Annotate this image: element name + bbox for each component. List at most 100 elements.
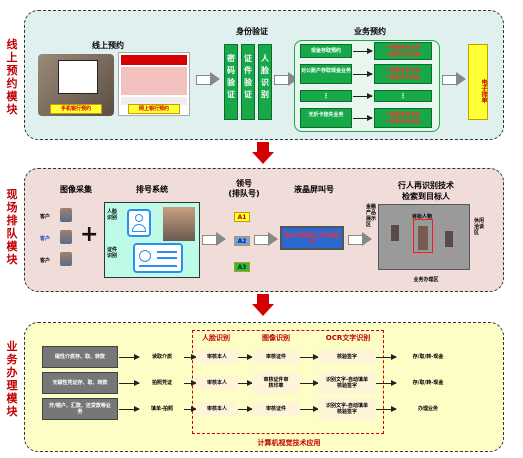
left-zone-label: 金融产品展示区 [366, 204, 377, 228]
arrow-queue-to-screen [254, 232, 278, 246]
detail-4-line-1: ★预留身份证件 [385, 112, 421, 118]
ocr-row-3: 识别文字-自动填单核验签字 [318, 398, 376, 420]
detail-2-line-2: ★填写电子回单 [385, 75, 421, 81]
customer-label-2: 客户 [40, 236, 51, 242]
arrow-service-2 [353, 71, 373, 77]
arrow-r1-d [300, 354, 319, 360]
customer-label-3: 客户 [40, 258, 51, 264]
result-row-1: 存/取/转-现金 [412, 354, 444, 360]
face-photo [163, 207, 195, 241]
result-row-3: 办理业务 [417, 406, 438, 412]
web-bank-header [121, 55, 187, 65]
service-title: 业务预约 [354, 27, 386, 36]
number-system-panel: 人脸识别 证件识别 [104, 202, 200, 278]
id-label: 证件识别 [107, 247, 118, 259]
arrow-service-4 [353, 115, 373, 121]
arrow-r2-c [238, 380, 253, 386]
arrow-r1-a [119, 354, 140, 360]
arrow-service-3 [353, 93, 373, 99]
service-detail-4: ★预留身份证件 ★填写电子回单 [374, 108, 432, 128]
face-row-2: 审核本人 [196, 376, 238, 390]
identity-box-password: 密码验证 [224, 44, 238, 120]
image-row-1: 审核证件 [252, 350, 300, 364]
bank-hall-view: 目标人物 [378, 204, 470, 270]
media-row-1: 磁性介质存、取、转款 [42, 346, 118, 368]
section-label-business: 业务办理模块 [6, 340, 18, 418]
hall-person-1 [391, 225, 399, 241]
office-label: 业务办理区 [413, 277, 439, 283]
face-scan-body [132, 224, 146, 232]
customer-label-1: 客户 [40, 214, 51, 220]
service-row-ellipsis: ⋮ [300, 90, 352, 102]
service-row-2: 对公账户存取现金业务 [300, 64, 352, 84]
ocr-row-1: 核验签字 [318, 350, 376, 364]
service-detail-ellipsis: ⋮ [374, 90, 432, 102]
queue-title-line2: (排队号) [228, 189, 260, 198]
hall-person-2 [445, 231, 453, 247]
header-ocr: OCR文字识别 [325, 334, 371, 342]
arrow-r3-d [300, 406, 319, 412]
arrow-r2-a [119, 380, 140, 386]
identity-title: 身份验证 [236, 27, 268, 36]
arrow-r3-e [376, 406, 397, 412]
id-card-photo [139, 250, 151, 262]
lcd-screen: 请A1号到窗口1号办理业务 [280, 226, 344, 250]
media-row-3: 开/销户、汇款、还贷款等业务 [42, 398, 118, 420]
plus-icon: + [80, 222, 99, 247]
cv-footer: 计算机视觉技术应用 [257, 439, 321, 447]
arrow-r1-b [184, 354, 197, 360]
id-card-line-3 [139, 265, 177, 267]
web-bank-strip [121, 97, 187, 105]
web-bank-banner [121, 67, 187, 95]
arrow-r3-a [119, 406, 140, 412]
arrow-screen-to-reid [348, 232, 372, 246]
target-person [418, 226, 428, 250]
phone-screen [58, 60, 98, 94]
face-scan-head [135, 214, 143, 222]
arrow-r2-d [300, 380, 319, 386]
arrow-r1-c [238, 354, 253, 360]
result-row-2: 存/取/转-现金 [412, 380, 444, 386]
customer-label-column: 客户 客户 客户 [40, 206, 56, 272]
face-label: 人脸识别 [107, 209, 118, 221]
arrow-service-to-ticket [442, 72, 466, 86]
arrow-booking-to-identity [196, 72, 220, 86]
detail-1-line-2: ★填写电子回单 [385, 52, 421, 58]
detail-4-line-2: ★填写电子回单 [385, 119, 421, 125]
arrow-r2-b [184, 380, 197, 386]
mobile-bank-label: 手机银行预约 [50, 104, 102, 114]
detail-1-line-1: ★预留身份证件 [385, 45, 421, 51]
customer-photo-3 [60, 252, 72, 266]
arrow-r3-b [184, 406, 197, 412]
id-card-icon [133, 243, 183, 273]
service-row-1: 现金存取预约 [300, 44, 352, 58]
arrow-r3-c [238, 406, 253, 412]
target-label: 目标人物 [411, 214, 432, 220]
service-row-4: 无折卡挂失业务 [300, 108, 352, 128]
image-row-3: 审核证件 [252, 402, 300, 416]
arrow-r2-e [376, 380, 397, 386]
media-row-2: 无磁性凭证存、取、转款 [42, 372, 118, 394]
web-bank-label: 网上银行预约 [128, 104, 180, 114]
identity-box-id: 证件验证 [241, 44, 255, 120]
arrow-system-to-queue [202, 232, 226, 246]
electronic-ticket: 电子排单 [468, 44, 488, 120]
step1-row-2: 拍照凭证 [151, 380, 172, 386]
face-scan-icon [127, 209, 151, 237]
section-label-onsite: 现场排队模块 [6, 188, 18, 266]
service-detail-1: ★预留身份证件 ★填写电子回单 [374, 42, 432, 60]
number-system-title: 排号系统 [136, 185, 168, 194]
queue-title-line1: 领号 [236, 179, 252, 188]
online-booking-title: 线上预约 [92, 41, 124, 50]
reid-title-line2: 检索到目标人 [402, 192, 450, 201]
arrow-onsite-to-business [252, 294, 274, 316]
face-row-1: 审核本人 [196, 350, 238, 364]
image-row-2: 审核证件审核印章 [252, 372, 300, 394]
ocr-row-2: 识别文字-自动填单核验签字 [318, 372, 376, 394]
screen-title: 液晶屏叫号 [294, 185, 334, 194]
service-detail-2: ★预留身份证件 ★填写电子回单 [374, 64, 432, 84]
id-card-line-2 [157, 257, 177, 259]
step1-row-1: 读取介质 [151, 354, 172, 360]
customer-photo-1 [60, 208, 72, 222]
